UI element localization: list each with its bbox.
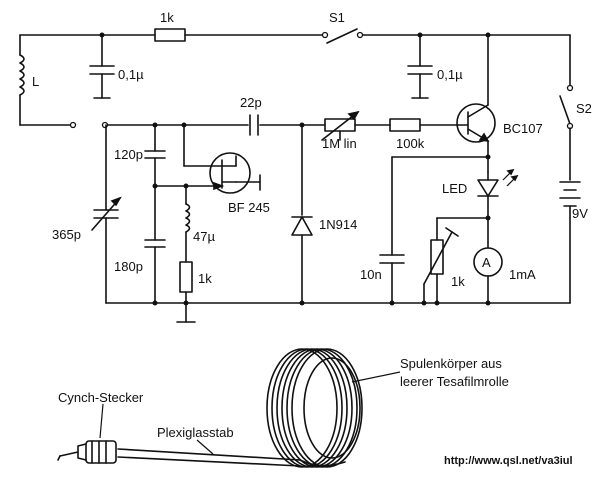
capacitor-0-1u-right-label: 0,1µ xyxy=(437,67,463,82)
junction-dot xyxy=(485,300,491,306)
resistor-1k-source-label: 1k xyxy=(198,271,212,286)
coil-former-illustration xyxy=(266,348,363,468)
coil-l-label: L xyxy=(32,74,39,89)
cinch-plug-illustration xyxy=(57,440,117,464)
junction-dot xyxy=(183,300,189,306)
capacitor-10n-label: 10n xyxy=(360,267,382,282)
junction-dot xyxy=(152,300,158,306)
junction-dot xyxy=(421,300,427,306)
spule-label-line2: leerer Tesafilmrolle xyxy=(400,374,509,389)
middle-wires xyxy=(19,121,459,129)
switch-s2-label: S2 xyxy=(576,101,592,116)
plexiglass-rod xyxy=(117,448,301,467)
trimmer-1k xyxy=(423,227,459,304)
led-label: LED xyxy=(442,181,467,196)
inductor-47u-label: 47µ xyxy=(193,229,215,244)
led xyxy=(477,168,519,249)
capacitor-120p xyxy=(144,124,166,241)
resistor-1k-top-label: 1k xyxy=(160,10,174,25)
capacitor-0-1u-right xyxy=(407,34,433,99)
ammeter-label: 1mA xyxy=(509,267,536,282)
battery-9v xyxy=(559,181,581,304)
spule-label-line1: Spulenkörper aus xyxy=(400,356,502,371)
resistor-1k-top xyxy=(154,28,186,42)
diode-1n914 xyxy=(291,124,313,304)
transistor-bc107-label: BC107 xyxy=(503,121,543,136)
resistor-100k xyxy=(389,118,421,132)
battery-9v-label: 9V xyxy=(572,206,588,221)
transistor-bc107 xyxy=(456,34,496,173)
pointer-plexi xyxy=(196,439,214,455)
jfet-bf245 xyxy=(154,124,261,194)
junction-dot xyxy=(299,300,305,306)
switch-s1-label: S1 xyxy=(329,10,345,25)
resistor-1k-source xyxy=(179,261,193,293)
capacitor-0-1u-left-label: 0,1µ xyxy=(118,67,144,82)
capacitor-22p xyxy=(249,114,259,136)
capacitor-22p-label: 22p xyxy=(240,95,262,110)
pointer-cynch xyxy=(99,403,104,439)
variable-capacitor-365p xyxy=(91,124,122,304)
plexi-label: Plexiglasstab xyxy=(157,425,234,440)
variable-capacitor-365p-label: 365p xyxy=(52,227,81,242)
cynch-label: Cynch-Stecker xyxy=(58,390,144,405)
ammeter-symbol: A xyxy=(482,255,491,270)
capacitor-10n xyxy=(379,254,405,304)
capacitor-180p-label: 180p xyxy=(114,259,143,274)
switch-s1 xyxy=(321,28,364,44)
diode-1n914-label: 1N914 xyxy=(319,217,357,232)
capacitor-180p xyxy=(144,239,166,304)
switch-s2 xyxy=(559,84,574,181)
pointer-spule xyxy=(351,371,401,383)
ground-symbol xyxy=(176,291,196,323)
capacitor-120p-label: 120p xyxy=(114,147,143,162)
coil-l xyxy=(19,34,25,126)
inductor-47u xyxy=(185,185,191,263)
ammeter: A xyxy=(473,247,503,304)
jfet-bf245-label: BF 245 xyxy=(228,200,270,215)
potentiometer-1m xyxy=(321,110,360,141)
capacitor-0-1u-left xyxy=(89,34,115,99)
source-url: http://www.qsl.net/va3iul xyxy=(444,455,573,467)
trimmer-1k-label: 1k xyxy=(451,274,465,289)
junction-dot xyxy=(389,300,395,306)
top-rail-wires xyxy=(19,34,571,86)
resistor-100k-label: 100k xyxy=(396,136,425,151)
potentiometer-1m-label: 1M lin xyxy=(322,136,357,151)
junction-dot xyxy=(434,300,440,306)
